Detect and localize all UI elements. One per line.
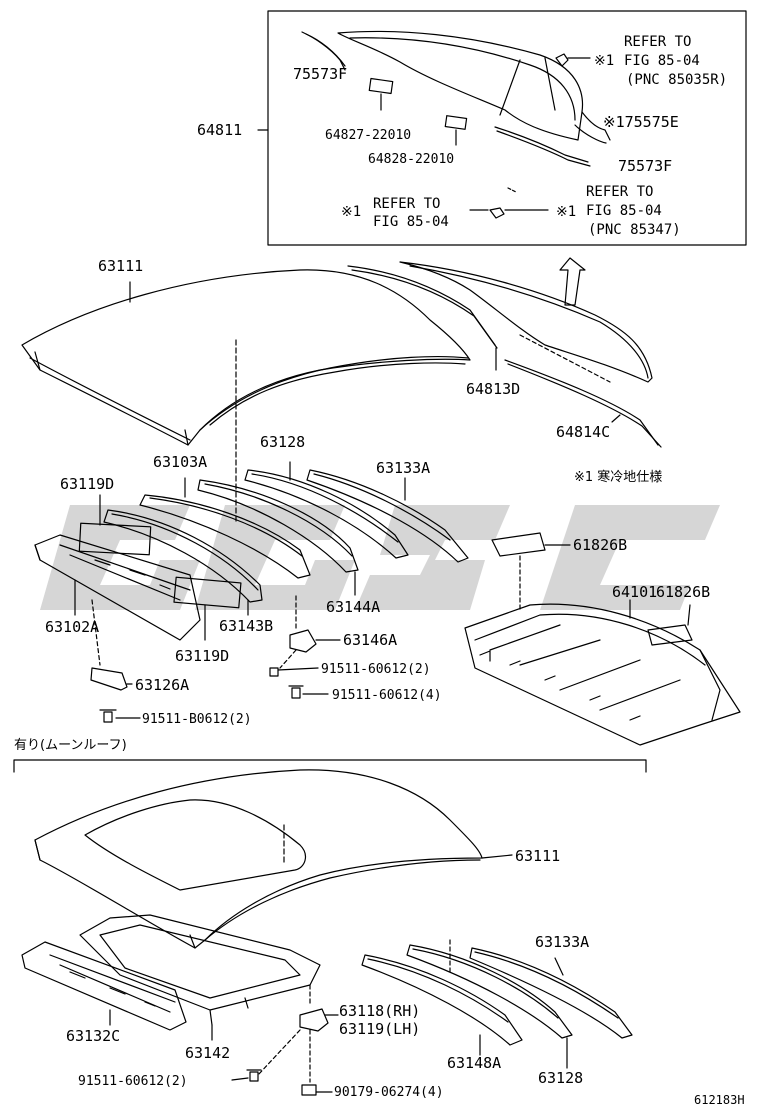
front-header-63102A xyxy=(34,534,201,641)
roof-bow-63128-b xyxy=(406,944,573,1039)
arrow-up-icon xyxy=(559,257,586,306)
bracket-63146A xyxy=(289,629,317,653)
roof-bow-63103A xyxy=(139,494,311,579)
pad-63119D-b xyxy=(173,576,242,609)
pad-61826B-b xyxy=(647,624,693,646)
bracket-63118-63119 xyxy=(299,1008,329,1032)
ref2-line2[interactable]: FIG 85-04 xyxy=(373,214,449,230)
moulding-75573F-b xyxy=(494,126,589,163)
front-header-63132C xyxy=(21,941,187,1031)
label-64813D[interactable]: 64813D xyxy=(466,380,521,398)
label-64828-22010[interactable]: 64828-22010 xyxy=(368,152,455,167)
moonroof-frame-63142 xyxy=(79,914,321,1026)
ref3-mark: ※1 xyxy=(556,204,577,220)
nut-90179 xyxy=(301,1084,317,1096)
bolt-91511-60612-a xyxy=(269,667,279,677)
label-64101[interactable]: 64101 xyxy=(612,583,658,601)
bolt-91511-B0612 xyxy=(99,709,117,723)
bolt-91511-60612-b xyxy=(288,685,304,699)
label-90179-06274[interactable]: 90179-06274(4) xyxy=(334,1085,444,1100)
moonroof-roof-panel xyxy=(34,769,483,949)
ref1-mark: ※1 xyxy=(594,53,615,69)
label-61826B-a[interactable]: 61826B xyxy=(573,536,628,554)
label-91511-60612-2-bottom[interactable]: 91511-60612(2) xyxy=(78,1074,188,1089)
label-61826B-b[interactable]: 61826B xyxy=(656,583,711,601)
label-63133A-top[interactable]: 63133A xyxy=(376,459,431,477)
label-75573F-a[interactable]: 75573F xyxy=(293,65,348,83)
label-63119D-b[interactable]: 63119D xyxy=(175,647,230,665)
roof-bow-63148A xyxy=(361,954,523,1046)
label-91511-B0612[interactable]: 91511-B0612(2) xyxy=(142,712,252,727)
label-64827-22010[interactable]: 64827-22010 xyxy=(325,128,412,143)
label-63146A[interactable]: 63146A xyxy=(343,631,398,649)
pad-63119D-a xyxy=(78,522,152,556)
roof-bow-63144A xyxy=(197,479,359,573)
label-63119D-a[interactable]: 63119D xyxy=(60,475,115,493)
pad-64827 xyxy=(368,77,394,95)
label-75575E[interactable]: ※175575E xyxy=(603,113,679,131)
bracket-63126A xyxy=(90,667,128,691)
ref3-line2[interactable]: FIG 85-04 xyxy=(586,203,662,219)
ref3-line3: (PNC 85347) xyxy=(588,222,681,238)
roof-bow-63128 xyxy=(244,469,409,559)
label-63126A[interactable]: 63126A xyxy=(135,676,190,694)
label-63103A[interactable]: 63103A xyxy=(153,453,208,471)
roof-panel xyxy=(21,269,471,446)
moulding-64813D xyxy=(347,265,496,346)
label-63102A[interactable]: 63102A xyxy=(45,618,100,636)
label-75573F-b[interactable]: 75573F xyxy=(618,157,673,175)
pad-64828 xyxy=(444,115,468,130)
label-63142[interactable]: 63142 xyxy=(185,1044,231,1062)
label-63144A[interactable]: 63144A xyxy=(326,598,381,616)
label-63119-LH[interactable]: 63119(LH) xyxy=(339,1020,421,1038)
moulding-64814C xyxy=(504,359,659,446)
roof-bow-63143B xyxy=(103,509,263,603)
section-title-moonroof: 有り(ムーンルーフ) xyxy=(14,738,127,753)
ref1-line2[interactable]: FIG 85-04 xyxy=(624,53,700,69)
moonroof-opening xyxy=(84,799,307,891)
label-63132C[interactable]: 63132C xyxy=(66,1027,121,1045)
ref1-line1: REFER TO xyxy=(624,34,692,50)
label-63148A[interactable]: 63148A xyxy=(447,1054,502,1072)
ref1-line3: (PNC 85035R) xyxy=(626,72,728,88)
moonroof-section-bracket xyxy=(13,759,647,773)
glass-outline xyxy=(399,261,653,383)
label-64814C[interactable]: 64814C xyxy=(556,423,611,441)
clip-85347 xyxy=(489,207,505,219)
pad-61826B-a xyxy=(491,532,546,557)
watermark-logo xyxy=(40,505,720,610)
label-63111-bottom[interactable]: 63111 xyxy=(515,847,561,865)
clip-85035R xyxy=(555,53,569,67)
ref2-mark: ※1 xyxy=(341,204,362,220)
label-91511-60612-2-mid[interactable]: 91511-60612(2) xyxy=(321,662,431,677)
label-63118-RH[interactable]: 63118(RH) xyxy=(339,1002,421,1020)
label-63128-bottom[interactable]: 63128 xyxy=(538,1069,584,1087)
roof-bow-63133A-b xyxy=(469,947,633,1039)
bolt-91511-60612-c xyxy=(246,1069,262,1082)
inset-frame xyxy=(267,10,747,246)
label-63133A-bottom[interactable]: 63133A xyxy=(535,933,590,951)
label-64811[interactable]: 64811 xyxy=(197,121,243,139)
label-63128-top[interactable]: 63128 xyxy=(260,433,306,451)
label-63143B[interactable]: 63143B xyxy=(219,617,274,635)
ref3-line1: REFER TO xyxy=(586,184,654,200)
roof-bow-63133A xyxy=(306,469,469,563)
back-glass xyxy=(337,30,584,141)
note-cold-region: ※1 寒冷地仕様 xyxy=(574,470,663,485)
ref2-line1: REFER TO xyxy=(373,196,441,212)
rear-panel-64101 xyxy=(464,603,741,746)
figure-id: 612183H xyxy=(694,1093,745,1107)
label-63111-top[interactable]: 63111 xyxy=(98,257,144,275)
label-91511-60612-4[interactable]: 91511-60612(4) xyxy=(332,688,442,703)
